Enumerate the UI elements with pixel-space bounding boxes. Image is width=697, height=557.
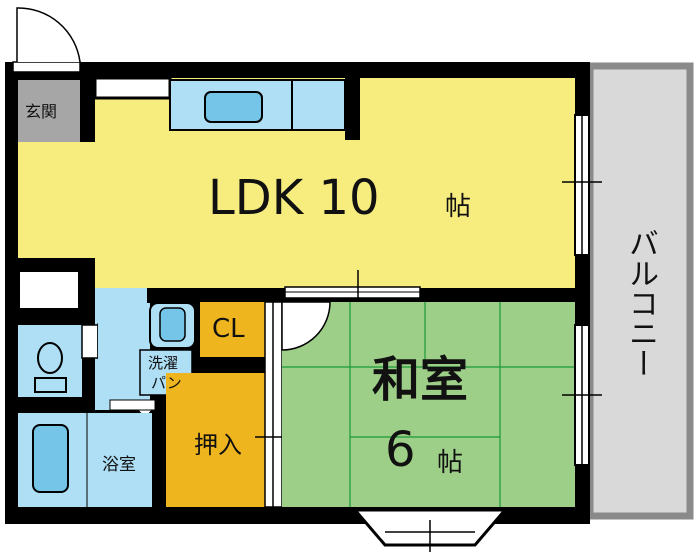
washer-label-1: 洗濯 — [148, 354, 179, 372]
bath-label: 浴室 — [102, 455, 136, 475]
entrance-door[interactable] — [16, 7, 81, 63]
washitsu-size: 6 — [385, 422, 416, 478]
washitsu-unit: 帖 — [437, 448, 464, 478]
bathtub-icon — [32, 424, 69, 493]
ldk-label: LDK 10 — [208, 170, 380, 226]
balcony-label: バルコニー — [623, 228, 658, 378]
cl-door[interactable] — [281, 301, 331, 351]
closet — [200, 302, 270, 357]
washitsu-floor — [282, 302, 575, 507]
toilet-icon — [34, 342, 67, 393]
sink-icon — [204, 91, 263, 123]
tatami-lines — [282, 302, 575, 507]
genkan-label: 玄関 — [25, 102, 58, 121]
washer-label-2: パン — [151, 374, 182, 392]
closet-label: CL — [212, 314, 245, 344]
ldk-unit: 帖 — [445, 192, 472, 222]
washitsu-label: 和室 — [372, 352, 469, 408]
oshiire — [166, 373, 265, 507]
oshiire-label: 押入 — [194, 431, 242, 459]
genkan — [18, 80, 80, 142]
